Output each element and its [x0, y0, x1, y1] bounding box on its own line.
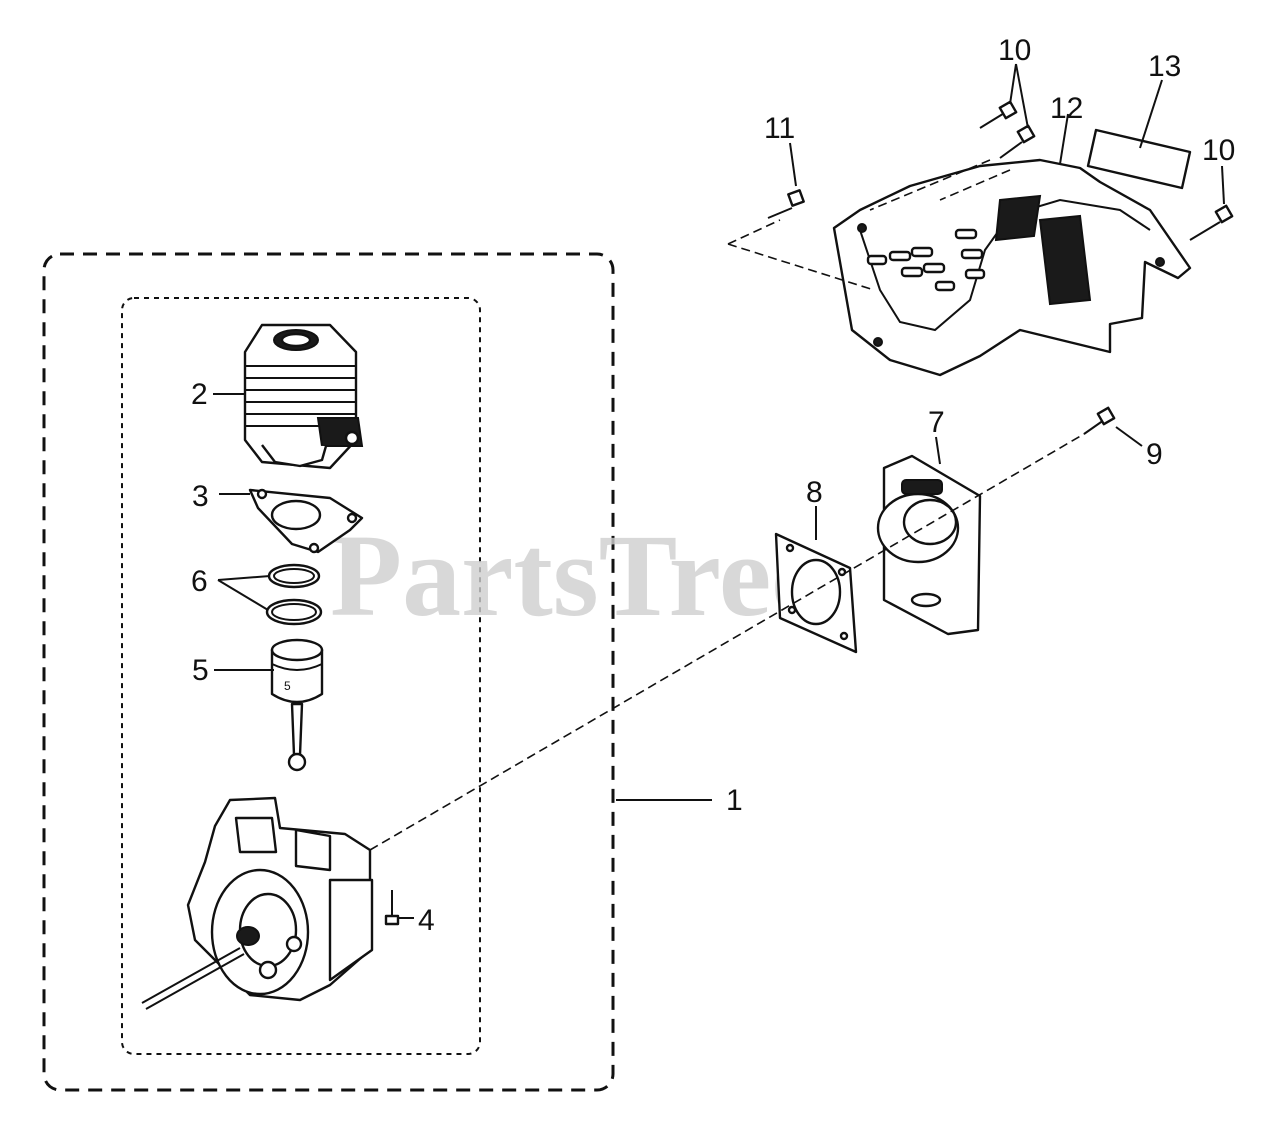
callout-12: 12	[1050, 92, 1083, 125]
cover-alignment-line-left-2	[727, 219, 781, 245]
adapter-screw[interactable]	[1083, 406, 1116, 435]
crankcase[interactable]	[141, 796, 374, 1010]
intake-adapter[interactable]	[876, 454, 982, 636]
intake-gasket[interactable]	[774, 532, 858, 654]
callout-8: 8	[806, 476, 823, 509]
callout-1: 1	[726, 784, 743, 817]
piston[interactable]: 5	[270, 638, 324, 772]
intake-alignment-line	[369, 433, 1085, 851]
cylinder-gasket[interactable]	[248, 488, 364, 554]
cover-screws[interactable]	[767, 100, 1234, 241]
callout-9: 9	[1146, 438, 1163, 471]
callout-2: 2	[191, 378, 208, 411]
svg-text:5: 5	[284, 679, 291, 693]
callout-10-top: 10	[998, 34, 1031, 67]
cylinder[interactable]	[243, 323, 364, 470]
piston-rings[interactable]	[265, 563, 323, 626]
cylinder-cover[interactable]	[832, 158, 1192, 377]
cover-alignment-line-top-2	[939, 169, 1011, 201]
callout-13: 13	[1148, 50, 1181, 83]
callout-11: 11	[764, 112, 795, 145]
cylinder-kit-outline	[121, 297, 481, 1055]
parts-tree-watermark: PartsTree	[330, 510, 824, 641]
crankcase-bolt[interactable]	[384, 890, 400, 926]
callout-6: 6	[191, 565, 208, 598]
cover-alignment-line-left	[727, 243, 875, 291]
callout-3: 3	[192, 480, 209, 513]
warning-label[interactable]	[1086, 128, 1192, 190]
callout-4: 4	[418, 904, 435, 937]
callout-5: 5	[192, 654, 209, 687]
short-block-assembly-outline	[42, 252, 615, 1092]
cover-alignment-line-top	[869, 159, 991, 211]
callout-10-right: 10	[1202, 134, 1235, 167]
callout-7: 7	[928, 406, 945, 439]
